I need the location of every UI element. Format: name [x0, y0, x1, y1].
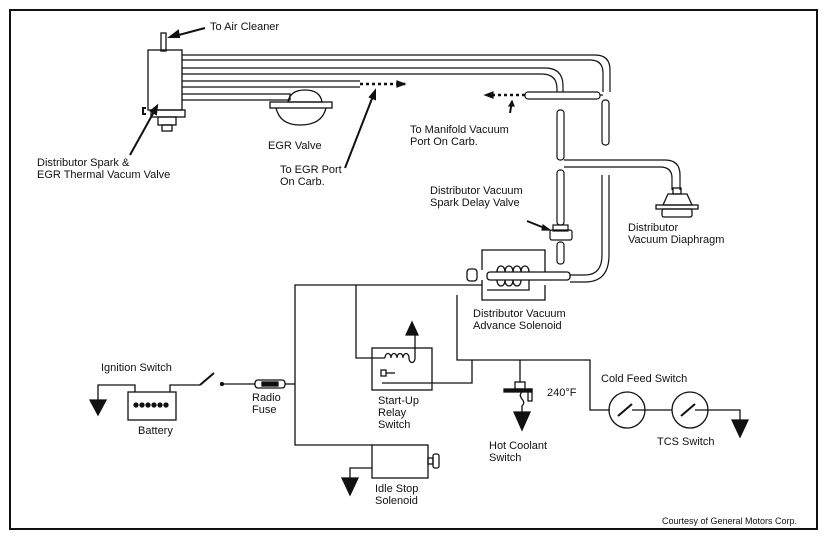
label-spark-delay: Distributor Vacuum Spark Delay Valve: [430, 185, 523, 209]
label-air-cleaner: To Air Cleaner: [210, 21, 280, 33]
label-credit: Courtesy of General Motors Corp.: [662, 516, 798, 526]
label-temp: 240°F: [547, 387, 577, 399]
battery: [127, 391, 177, 421]
distributor-vacuum-diaphragm: [655, 187, 699, 218]
hot-coolant-switch: [503, 360, 533, 432]
label-diaphragm: Distributor Vacuum Diaphragm: [628, 222, 725, 246]
label-battery: Battery: [138, 425, 173, 437]
advance-solenoid: [466, 249, 571, 301]
label-tcs: TCS Switch: [657, 436, 715, 448]
thermal-vacuum-valve: [142, 32, 186, 132]
label-startup-relay: Start-Up Relay Switch: [378, 395, 419, 431]
label-ignition-switch: Ignition Switch: [101, 362, 172, 374]
idle-stop-solenoid: [340, 444, 440, 497]
frame: [9, 9, 818, 530]
vacuum-hoses: [182, 54, 681, 283]
cold-feed-switch: [608, 391, 672, 429]
label-advance-solenoid: Distributor Vacuum Advance Solenoid: [473, 308, 566, 332]
label-egr-valve: EGR Valve: [268, 140, 322, 152]
label-idle-stop: Idle Stop Solenoid: [375, 483, 419, 507]
radio-fuse: [254, 379, 286, 389]
label-hot-coolant: Hot Coolant Switch: [489, 440, 548, 464]
leader-arrows: [129, 27, 376, 169]
startup-relay: [371, 320, 433, 391]
label-thermal-valve: Distributor Spark & EGR Thermal Vacum Va…: [37, 157, 171, 181]
egr-valve: [269, 89, 333, 126]
label-cold-feed: Cold Feed Switch: [601, 373, 688, 385]
label-egr-port: To EGR Port On Carb.: [280, 164, 342, 188]
label-manifold-port: To Manifold Vacuum Port On Carb.: [410, 124, 509, 148]
label-radio-fuse: Radio Fuse: [252, 392, 281, 416]
tcs-switch: [671, 391, 750, 439]
wiring: [88, 284, 610, 446]
